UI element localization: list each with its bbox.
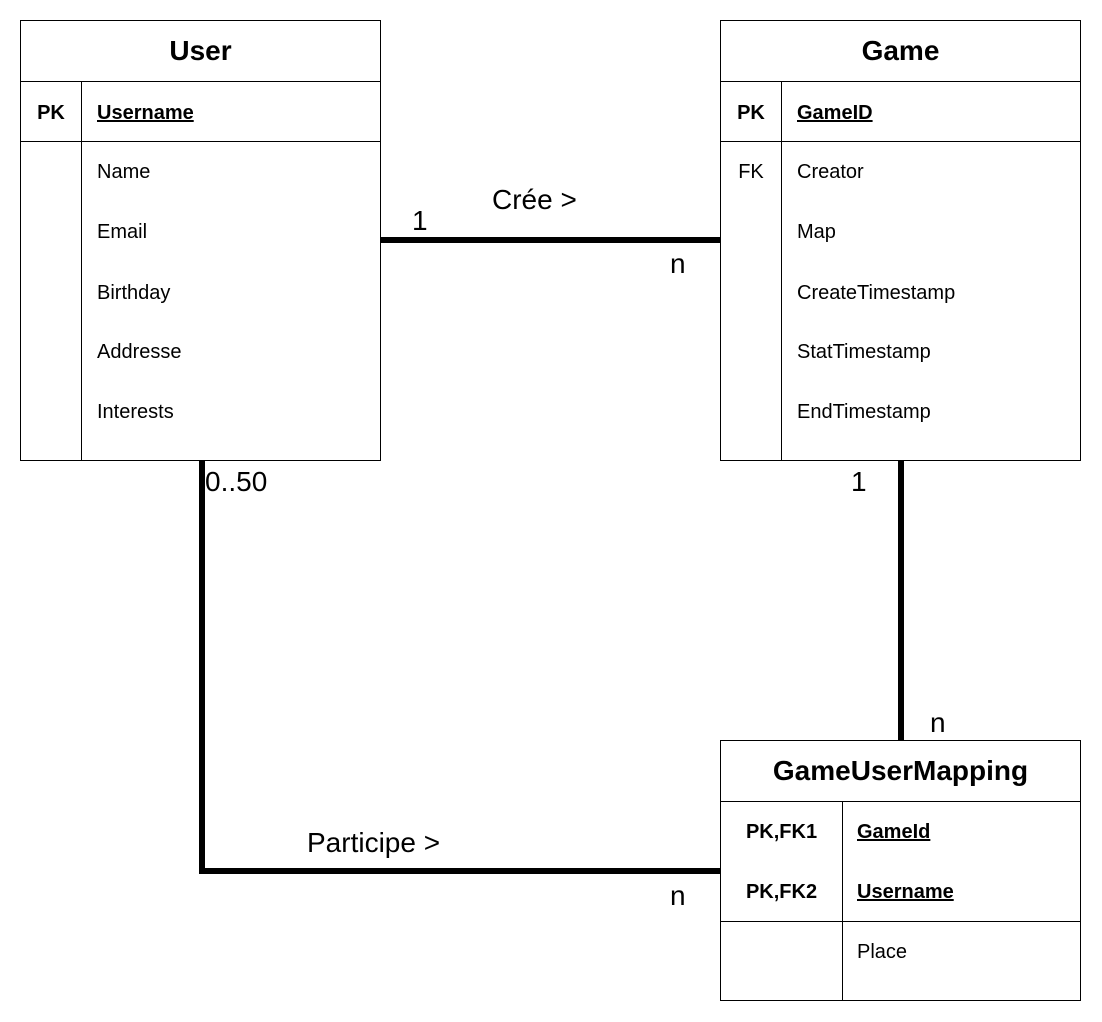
game-field: CreateTimestamp <box>797 282 956 304</box>
user-pk-field: Username <box>97 102 194 124</box>
gameusermapping-column-divider <box>842 801 843 1000</box>
game-pk-band <box>721 81 1080 142</box>
gameusermapping-pk-band <box>721 801 1080 922</box>
gameusermapping-key-marker: PK,FK2 <box>745 881 818 903</box>
participe-cardinality-mapping: n <box>670 880 686 911</box>
game-fk-marker: FK <box>738 161 764 183</box>
participe-relation-label: Participe > <box>307 827 441 858</box>
game-pk-field: GameID <box>797 102 873 124</box>
gameusermapping-key-field: Username <box>857 881 954 903</box>
user-field: Email <box>97 221 148 243</box>
game-pk-marker: PK <box>737 102 765 124</box>
user-field: Interests <box>97 401 174 423</box>
user-column-divider <box>81 81 82 460</box>
game-column-divider <box>781 81 782 460</box>
game-field: StatTimestamp <box>797 341 931 363</box>
game-mapping-cardinality-mapping: n <box>930 707 946 738</box>
cree-cardinality-game: n <box>670 248 686 279</box>
user-pk-band <box>21 81 380 142</box>
game-mapping-cardinality-game: 1 <box>851 466 867 497</box>
user-field: Addresse <box>97 341 182 363</box>
game-entity-title: Game <box>721 21 1080 82</box>
user-entity-title: User <box>21 21 380 82</box>
gameusermapping-key-field: GameId <box>857 821 931 843</box>
user-pk-marker: PK <box>37 102 65 124</box>
gameusermapping-entity[interactable]: GameUserMapping PK,FK1 GameId PK,FK2 Use… <box>720 740 1081 1001</box>
game-field: EndTimestamp <box>797 401 931 423</box>
cree-relation-label: Crée > <box>492 184 577 215</box>
game-entity[interactable]: Game PK GameID FK Creator Map CreateTime… <box>720 20 1081 461</box>
user-field: Name <box>97 161 151 183</box>
participe-line <box>199 461 720 874</box>
game-field: Map <box>797 221 836 243</box>
participe-cardinality-user: 0..50 <box>205 466 268 497</box>
user-entity[interactable]: User PK Username Name Email Birthday Add… <box>20 20 381 461</box>
gameusermapping-field: Place <box>857 941 908 963</box>
game-field: Creator <box>797 161 864 183</box>
gameusermapping-key-marker: PK,FK1 <box>745 821 818 843</box>
gameusermapping-entity-title: GameUserMapping <box>721 741 1080 802</box>
user-field: Birthday <box>97 282 171 304</box>
cree-cardinality-user: 1 <box>412 205 428 236</box>
